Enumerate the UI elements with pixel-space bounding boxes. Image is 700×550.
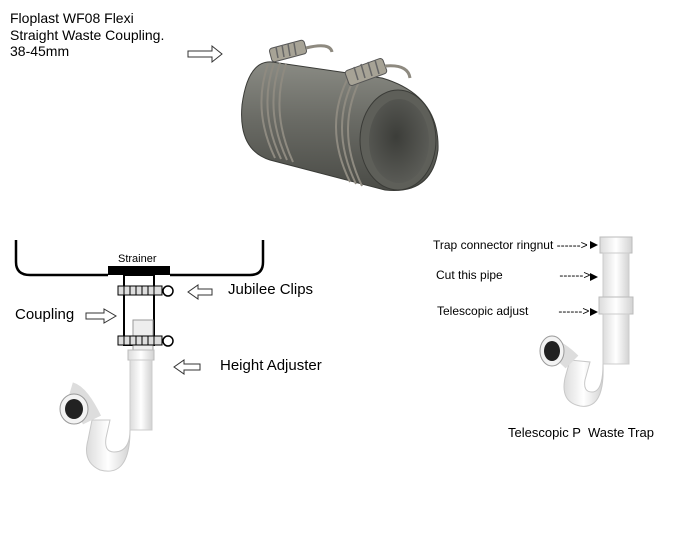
title-line-1: Floplast WF08 Flexi [10, 10, 134, 26]
strainer-plate [108, 266, 170, 275]
jubilee-clip-upper [117, 285, 174, 297]
p-trap-left-image [59, 349, 155, 472]
sink-outline [14, 240, 265, 277]
strainer-label: Strainer [118, 253, 157, 265]
arrow-jubilee-icon [187, 284, 213, 300]
cut-pipe-label: Cut this pipe ------> [436, 268, 590, 282]
trap-caption: Telescopic P Waste Trap [508, 425, 654, 440]
product-title: Floplast WF08 Flexi Straight Waste Coupl… [10, 10, 164, 60]
clip-band-left [260, 62, 294, 163]
arrow-height-icon [173, 359, 201, 375]
leader-line: ------> [559, 268, 591, 282]
title-arrow-icon [187, 44, 223, 64]
leader-line: ------> [558, 304, 590, 318]
trap-connector-ringnut-label: Trap connector ringnut ------> [433, 238, 588, 252]
cut-pipe-text: Cut this pipe [436, 268, 503, 282]
telescopic-adjust-label: Telescopic adjust ------> [437, 304, 589, 318]
jubilee-clips-label: Jubilee Clips [228, 281, 314, 298]
title-line-2: Straight Waste Coupling. [10, 26, 165, 43]
title-line-3: 38-45mm [10, 43, 70, 60]
p-trap-right-image [539, 236, 634, 407]
leader-arrowheads [590, 241, 598, 316]
coupling-label: Coupling [15, 306, 75, 323]
jubilee-clip-lower [117, 335, 174, 347]
leader-line: ------> [556, 238, 588, 252]
screw-thread-icon [275, 42, 380, 81]
ringnut-text: Trap connector ringnut [433, 238, 554, 252]
height-adjuster-label: Height Adjuster [220, 357, 322, 374]
flexi-coupling-image [241, 39, 439, 191]
telescopic-adjust-text: Telescopic adjust [437, 304, 529, 318]
arrow-coupling-icon [85, 308, 117, 324]
